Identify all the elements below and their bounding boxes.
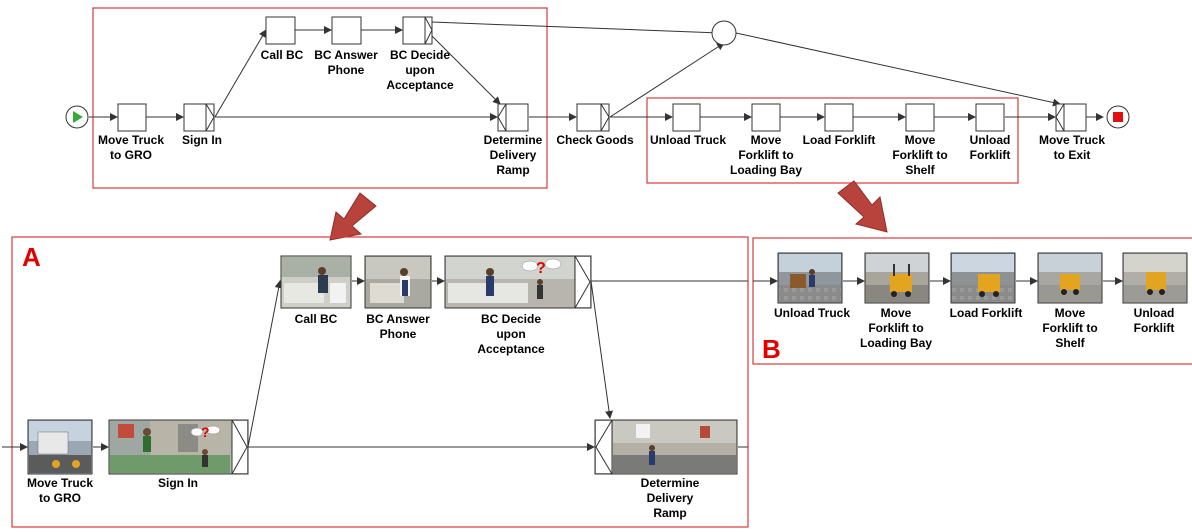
start-event[interactable] <box>65 105 89 129</box>
label-move-truck-gro: Move Truck to GRO <box>97 133 165 162</box>
panel-a-move-truck-gro[interactable] <box>27 419 93 475</box>
label-move-forklift-bay: Move Forklift to Loading Bay <box>729 133 803 177</box>
panel-b-frame <box>752 237 1192 365</box>
label-unload-forklift: Unload Forklift <box>969 133 1011 162</box>
task-determine-ramp[interactable] <box>497 103 529 132</box>
task-bc-answer-phone[interactable] <box>331 16 362 45</box>
task-call-bc[interactable] <box>265 16 296 45</box>
task-unload-forklift[interactable] <box>975 103 1005 132</box>
panel-a-label-move-truck-gro: Move Truck to GRO <box>26 476 94 505</box>
panel-a-sign-in[interactable]: ? <box>108 419 249 475</box>
panel-b-load-forklift[interactable] <box>950 252 1016 304</box>
label-move-forklift-shelf: Move Forklift to Shelf <box>892 133 948 177</box>
top-flow-tasks <box>117 16 1087 132</box>
label-bc-decide: BC Decide upon Acceptance <box>386 48 454 92</box>
panel-b-label-unload-truck: Unload Truck <box>773 306 851 320</box>
top-highlight-frame-b <box>646 97 1019 184</box>
panel-a-tag: A <box>22 242 41 272</box>
panel-a-bc-answer-phone[interactable] <box>364 255 432 309</box>
zoom-arrow-b <box>837 180 888 233</box>
zoom-arrow-a <box>329 192 377 241</box>
label-bc-answer-phone: BC Answer Phone <box>314 48 378 77</box>
panel-b-unload-truck[interactable] <box>777 252 843 304</box>
panel-a-determine-ramp[interactable] <box>594 419 738 475</box>
panel-a-frame <box>11 236 749 528</box>
label-check-goods: Check Goods <box>556 133 634 147</box>
label-load-forklift: Load Forklift <box>802 133 876 147</box>
join-gateway[interactable] <box>711 20 737 46</box>
task-check-goods[interactable] <box>576 103 610 132</box>
label-unload-truck: Unload Truck <box>649 133 727 147</box>
panel-b-move-forklift-shelf[interactable] <box>1037 252 1103 304</box>
end-event[interactable] <box>1106 105 1130 129</box>
task-sign-in[interactable] <box>183 103 215 132</box>
panel-a-call-bc[interactable] <box>280 255 352 309</box>
panel-a-label-bc-decide: BC Decide upon Acceptance <box>477 312 545 356</box>
panel-b-label-load-forklift: Load Forklift <box>949 306 1023 320</box>
panel-a-label-determine-ramp: Determine Delivery Ramp <box>640 476 700 520</box>
top-flow-edges <box>89 21 1104 121</box>
panel-b-label-move-forklift-bay: Move Forklift to Loading Bay <box>859 306 933 350</box>
top-highlight-frame-a <box>92 7 548 189</box>
task-move-forklift-bay[interactable] <box>751 103 781 132</box>
panel-a-edges <box>2 277 748 451</box>
label-move-truck-exit: Move Truck to Exit <box>1038 133 1106 162</box>
task-move-forklift-shelf[interactable] <box>905 103 935 132</box>
svg-text:?: ? <box>201 424 210 440</box>
panel-a-bc-decide[interactable]: ? <box>444 255 592 309</box>
panel-a-label-sign-in: Sign In <box>158 476 198 490</box>
task-move-truck-exit[interactable] <box>1055 103 1087 132</box>
label-call-bc: Call BC <box>260 48 304 62</box>
panel-a-label-bc-answer-phone: BC Answer Phone <box>366 312 430 341</box>
svg-text:?: ? <box>536 260 546 277</box>
panel-b-label-unload-forklift: Unload Forklift <box>1133 306 1175 335</box>
panel-b-label-move-forklift-shelf: Move Forklift to Shelf <box>1042 306 1098 350</box>
task-unload-truck[interactable] <box>672 103 701 132</box>
label-determine-ramp: Determine Delivery Ramp <box>483 133 543 177</box>
panel-b-move-forklift-bay[interactable] <box>864 252 930 304</box>
label-sign-in: Sign In <box>182 133 222 147</box>
panel-b-tag: B <box>762 334 781 364</box>
task-load-forklift[interactable] <box>824 103 854 132</box>
task-move-truck-gro[interactable] <box>117 103 147 132</box>
panel-b-unload-forklift[interactable] <box>1122 252 1188 304</box>
panel-a-label-call-bc: Call BC <box>294 312 338 326</box>
